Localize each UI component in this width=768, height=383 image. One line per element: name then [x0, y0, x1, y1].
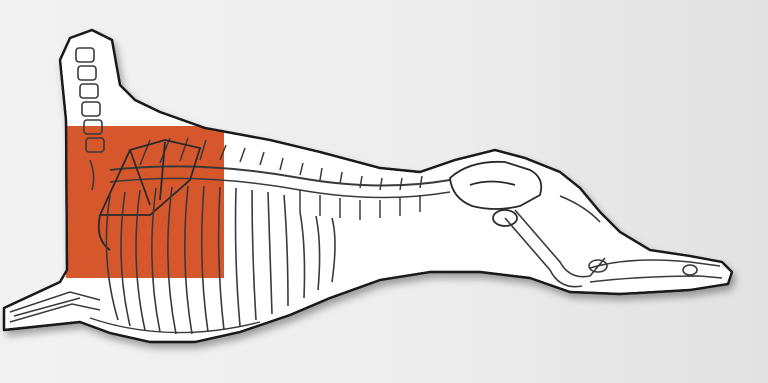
carcass-diagram: [0, 0, 768, 383]
carcass-svg: [0, 0, 768, 383]
